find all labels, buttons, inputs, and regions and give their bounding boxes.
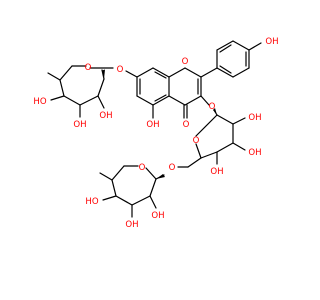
bond	[232, 40, 250, 51]
bond	[149, 195, 157, 209]
atom-label-phenol-hydroxyl: OH	[265, 37, 278, 47]
atom-label-linker-o: O	[169, 163, 176, 173]
atom-label-5-hydroxyl: OH	[146, 120, 159, 130]
bond	[149, 178, 157, 197]
bond	[216, 67, 234, 78]
bond	[152, 95, 170, 106]
bond	[213, 109, 218, 116]
bond	[50, 95, 65, 101]
bond	[232, 117, 246, 125]
sugar-ring-7-position	[47, 65, 114, 118]
atom-label-hydroxyl-sugar-3: HO	[85, 197, 98, 207]
atom-label-hydroxyl-sugar-1: OH	[73, 120, 86, 130]
bond	[115, 195, 133, 206]
sugar-ring-terminal	[99, 165, 165, 218]
atom-labels: O O OH O O OH O OH OH HO O OH OH OH O O …	[33, 37, 278, 230]
molecule-diagram: O O OH O O OH O OH OH HO O OH OH OH O O …	[33, 37, 278, 230]
bond	[216, 114, 234, 125]
atom-label-hydroxyl-sugar-1: OH	[99, 111, 112, 121]
atom-label-pyranone-o: O	[182, 57, 189, 67]
bond	[63, 95, 81, 106]
bond	[184, 67, 202, 78]
bond	[59, 65, 73, 81]
bond	[97, 78, 105, 97]
bond	[168, 95, 186, 106]
bond	[219, 65, 232, 74]
bond	[111, 179, 117, 197]
bond	[79, 95, 99, 106]
bond	[101, 69, 105, 80]
bond	[99, 172, 113, 181]
atom-label-hydroxyl-sugar-2: OH	[248, 113, 261, 123]
bond	[195, 143, 202, 159]
bond	[200, 67, 218, 78]
atom-label-carbonyl-o: O	[183, 120, 190, 130]
bond	[155, 174, 165, 180]
structure-svg: O O OH O O OH O OH OH HO O OH OH OH O O …	[33, 37, 278, 230]
bond	[136, 95, 154, 106]
atom-label-hydroxyl-sugar-2: OH	[210, 167, 223, 177]
atom-label-ring-o-sugar-2: O	[193, 136, 200, 146]
bond	[154, 94, 167, 102]
chromone-core	[125, 67, 218, 119]
atom-label-hydroxyl-sugar-2: OH	[248, 148, 261, 158]
bond	[200, 151, 218, 159]
bond	[47, 72, 61, 81]
atom-label-hydroxyl-sugar-1: HO	[33, 97, 46, 107]
bond	[152, 67, 170, 78]
bond	[216, 40, 234, 51]
atom-label-7-ether-o: O	[117, 65, 124, 75]
bond	[248, 42, 262, 51]
atom-label-ring-o-sugar-1: O	[85, 63, 92, 73]
bond	[195, 114, 218, 137]
bond	[216, 142, 234, 153]
bond	[59, 79, 65, 97]
atom-label-ring-o-sugar-3: O	[139, 163, 146, 173]
sugar-ring-3-position	[177, 108, 246, 168]
bond	[125, 70, 138, 78]
bond	[145, 167, 157, 180]
bond	[184, 95, 202, 106]
atom-label-3-ether-o: O	[209, 102, 216, 112]
bond	[111, 165, 125, 181]
bond	[232, 67, 250, 78]
bond	[168, 67, 186, 78]
bond	[154, 71, 167, 79]
atom-label-hydroxyl-sugar-3: OH	[125, 220, 138, 230]
bond	[200, 95, 210, 106]
bond	[187, 157, 202, 168]
bond	[131, 195, 151, 206]
bond	[136, 67, 154, 78]
bond	[102, 195, 117, 201]
atom-label-hydroxyl-sugar-3: OH	[151, 211, 164, 221]
bond	[219, 44, 232, 53]
hydroxyphenyl-ring	[216, 40, 262, 78]
bond	[97, 95, 105, 109]
bond	[232, 142, 246, 151]
